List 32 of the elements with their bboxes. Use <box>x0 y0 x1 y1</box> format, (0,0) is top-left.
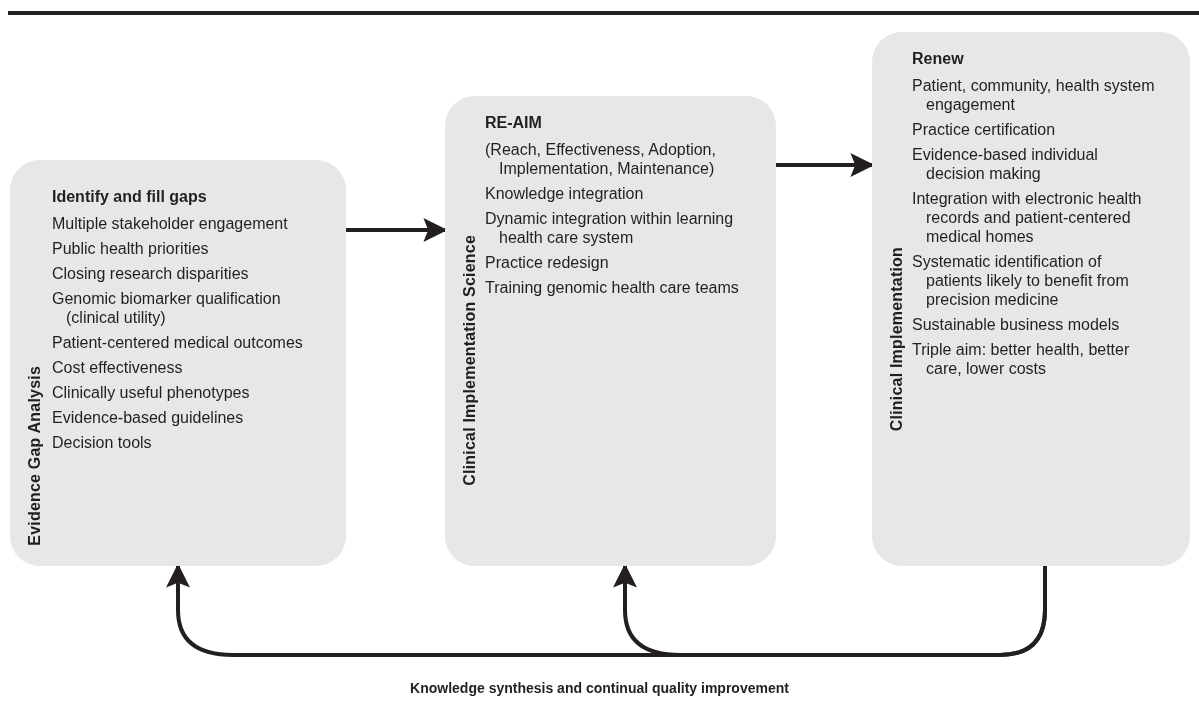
arrow <box>613 563 1047 657</box>
process-box <box>445 96 776 566</box>
list-item: Genomic biomarker qualification (clinical utility) <box>52 289 282 327</box>
list-item: Sustainable business models <box>912 315 1121 334</box>
list-item: Systematic identification of patients likely to benefit from precision medicine <box>912 252 1130 309</box>
list-item: Public health priorities <box>52 239 210 258</box>
loop-caption: Knowledge synthesis and continual quality improvement <box>410 680 789 696</box>
list-item: Practice certification <box>912 120 1057 139</box>
list-item: Decision tools <box>52 433 153 452</box>
list-item: Triple aim: better health, better care, lower costs <box>912 340 1131 378</box>
list-item: Practice redesign <box>485 253 610 272</box>
box-heading: RE-AIM <box>485 114 543 132</box>
list-item: Evidence-based guidelines <box>52 408 245 427</box>
list-item: Closing research disparities <box>52 264 250 283</box>
list-item: Integration with electronic health records and patient-centered medical homes <box>912 189 1143 246</box>
list-item: Patient, community, health system engagement <box>912 76 1156 114</box>
list-item: Patient-centered medical outcomes <box>52 333 304 352</box>
list-item: Knowledge integration <box>485 184 645 203</box>
vertical-label: Evidence Gap Analysis <box>26 366 44 546</box>
process-box <box>872 32 1190 566</box>
list-item: Dynamic integration within learning health care system <box>485 209 735 247</box>
box-heading: Renew <box>912 50 965 68</box>
list-item: Training genomic health care teams <box>485 278 740 297</box>
list-item: (Reach, Effectiveness, Adoption, Implementation, Maintenance) <box>485 140 717 178</box>
list-item: Evidence-based individual decision making <box>912 145 1099 183</box>
list-item: Cost effectiveness <box>52 358 184 377</box>
vertical-label: Clinical Implementation Science <box>461 235 479 486</box>
vertical-label: Clinical Implementation <box>888 246 906 431</box>
box-heading: Identify and fill gaps <box>52 188 208 206</box>
list-item: Clinically useful phenotypes <box>52 383 251 402</box>
list-item: Multiple stakeholder engagement <box>52 214 289 233</box>
process-box <box>10 160 346 566</box>
